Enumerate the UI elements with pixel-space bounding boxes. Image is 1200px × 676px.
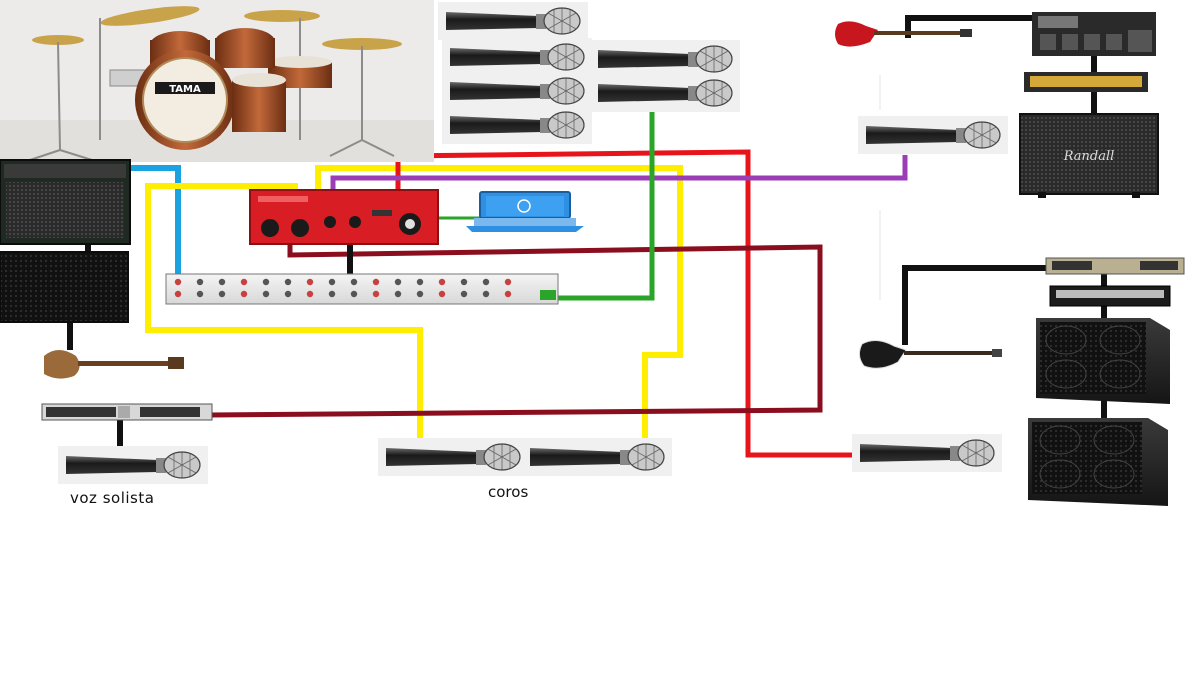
preamp-knob	[218, 290, 226, 298]
preamp-knob	[394, 278, 402, 286]
preamp-knob	[262, 290, 270, 298]
preamp-knob	[306, 278, 314, 286]
drum-brand-label: TAMA	[169, 84, 201, 95]
drum-kit: TAMA	[0, 0, 434, 162]
preamp-knob	[504, 290, 512, 298]
preamp-knob	[240, 290, 248, 298]
audio-interface	[249, 189, 439, 245]
bass-cabinet	[0, 251, 129, 323]
preamp-knob	[328, 278, 336, 286]
mic-preamp	[165, 273, 559, 305]
mic-guitar2-cab	[851, 433, 1003, 473]
cables	[67, 15, 1107, 458]
cable-darkred	[209, 243, 823, 418]
vocal-processor	[41, 403, 213, 421]
preamp-knob	[306, 290, 314, 298]
preamp-knob	[394, 290, 402, 298]
bass-guitar	[44, 350, 184, 379]
preamp-knob	[460, 278, 468, 286]
preamp-knob	[350, 278, 358, 286]
cable-yellow-right	[315, 165, 683, 440]
preamp-knob	[438, 290, 446, 298]
amp-head-top	[1024, 72, 1148, 92]
cable-red	[395, 149, 852, 458]
preamp-knob	[262, 278, 270, 286]
laptop	[466, 191, 584, 232]
preamp-knob	[460, 290, 468, 298]
preamp-knob	[482, 290, 490, 298]
preamp-knob	[284, 290, 292, 298]
cabinet-4x12-bottom	[1028, 418, 1168, 506]
mic-lead-vocal	[57, 445, 209, 485]
cable-green	[548, 110, 655, 301]
lead-vocal-label: voz solista	[70, 489, 154, 507]
preamp-knob	[438, 278, 446, 286]
bass-amp-combo	[0, 159, 131, 245]
preamp-knob	[328, 290, 336, 298]
preamp-knob	[482, 278, 490, 286]
preamp-knob	[284, 278, 292, 286]
preamp-knob	[174, 290, 182, 298]
preamp-knob	[196, 290, 204, 298]
preamp-knob	[240, 278, 248, 286]
rack-effect-right	[1045, 257, 1185, 275]
mic-choir-1	[377, 437, 529, 477]
randall-cabinet: Randall	[1019, 113, 1159, 198]
mic-guitar-cab	[857, 115, 1009, 155]
cable-purple	[330, 155, 908, 198]
preamp-knob	[196, 278, 204, 286]
choir-label: coros	[488, 483, 528, 501]
preamp-knob	[416, 278, 424, 286]
preamp-knob	[174, 278, 182, 286]
amp-head-right	[1049, 285, 1171, 307]
guitar-bottom-right	[858, 340, 1002, 369]
randall-logo: Randall	[1063, 149, 1115, 164]
preamp-knob	[372, 290, 380, 298]
mic-choir-2	[521, 437, 673, 477]
mic-group-drums	[437, 1, 741, 145]
preamp-knob	[504, 278, 512, 286]
cable-yellow-left	[145, 183, 423, 440]
guitar-top-right	[835, 21, 972, 47]
pedalboard	[1032, 12, 1156, 56]
preamp-knob	[372, 278, 380, 286]
preamp-knob	[218, 278, 226, 286]
cabinet-4x12-top	[1036, 318, 1170, 404]
preamp-knob	[416, 290, 424, 298]
preamp-knob	[350, 290, 358, 298]
